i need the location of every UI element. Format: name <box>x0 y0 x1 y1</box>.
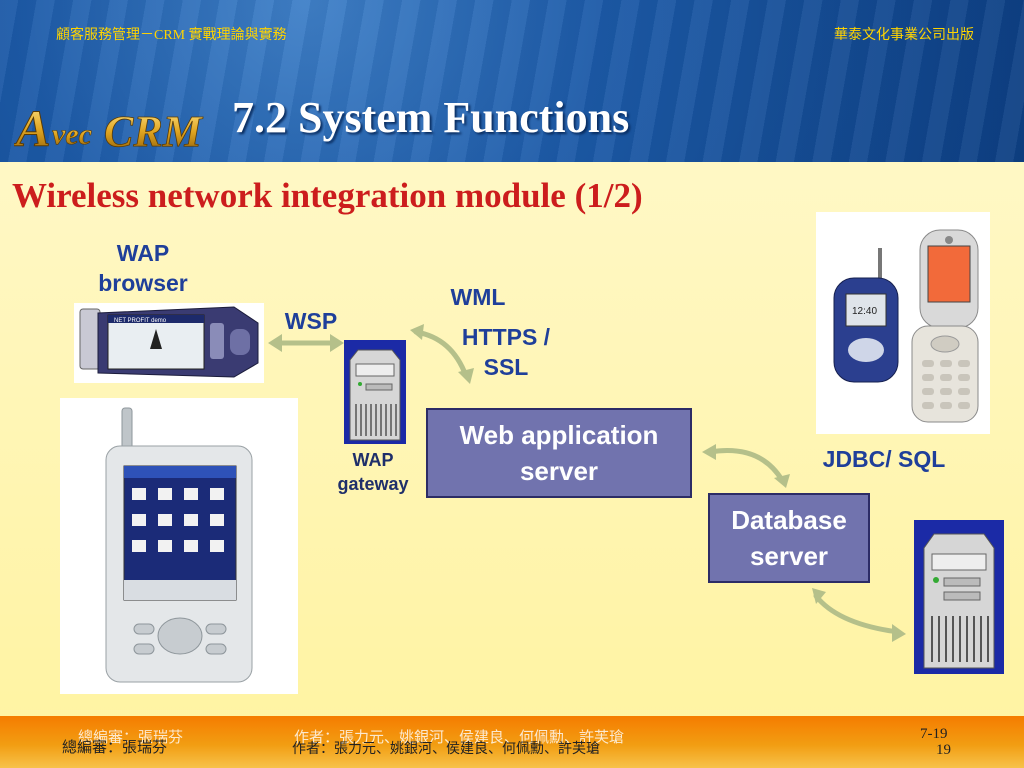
footer-editor: 總編審：張瑞芬 <box>62 740 168 756</box>
footer-bar <box>0 716 1024 768</box>
database-server-box: Database server <box>708 493 870 583</box>
slide-subtitle: Wireless network integration module (1/2… <box>12 176 643 215</box>
wap-handheld-device-image: NET PROFIT demo <box>74 303 264 383</box>
https-ssl-label: HTTPS / SSL <box>461 324 551 380</box>
wap-gateway-server-image <box>344 340 406 444</box>
web-application-server-box: Web application server <box>426 408 692 498</box>
svg-text:A: A <box>14 101 51 156</box>
svg-text:vec: vec <box>52 118 92 151</box>
pocket-pc-image <box>60 398 298 694</box>
footer-authors: 作者：張力元、姚銀河、侯建良、何佩勳、許芙瑲 <box>292 742 600 757</box>
avec-crm-logo: A vec CRM <box>14 101 204 157</box>
wsp-label: WSP <box>284 308 338 334</box>
database-server-tower-image <box>914 520 1004 674</box>
footer-slide-ref: 7-19 <box>920 726 948 742</box>
jdbc-sql-label: JDBC/ SQL <box>822 446 946 472</box>
publisher-label: 華泰文化事業公司出版 <box>834 28 974 43</box>
svg-text:12:40: 12:40 <box>852 306 877 317</box>
svg-text:NET PROFIT demo: NET PROFIT demo <box>114 318 167 324</box>
footer-authors-shadow: 作者：張力元、姚銀河、侯建良、何佩勳、許芙瑲 <box>294 730 625 746</box>
slide-title: 7.2 System Functions <box>232 93 630 142</box>
header-banner <box>0 0 1024 162</box>
footer-editor-shadow: 總編審：張瑞芬 <box>78 730 184 746</box>
book-title: 顧客服務管理－CRM 實戰理論與實務 <box>56 28 287 43</box>
svg-text:CRM: CRM <box>104 107 204 156</box>
mobile-phones-image: 12:40 <box>816 212 990 434</box>
top-bar: 顧客服務管理－CRM 實戰理論與實務 華泰文化事業公司出版 <box>0 20 1024 46</box>
footer-page-number: 19 <box>936 742 951 758</box>
wml-label: WML <box>450 284 506 310</box>
wap-browser-label: WAP browser <box>98 240 188 296</box>
wap-gateway-label: WAP gateway <box>337 450 409 494</box>
